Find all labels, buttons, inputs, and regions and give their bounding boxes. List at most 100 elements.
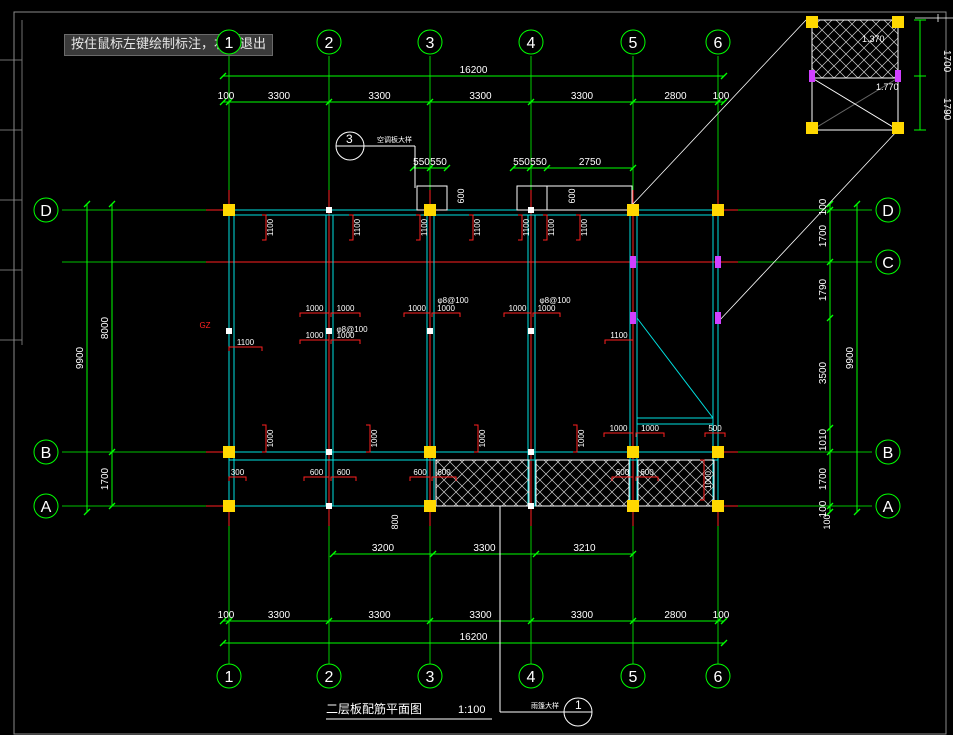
axis-bubble-label: 4 bbox=[527, 669, 536, 686]
crosshair-cursor bbox=[915, 14, 953, 22]
drawing-title: 二层板配筋平面图 1:100 bbox=[326, 701, 492, 720]
axis-bubble-circle bbox=[875, 249, 901, 275]
rebar-length: 1100 bbox=[610, 331, 628, 340]
dim-stair-height: 600 bbox=[567, 188, 577, 203]
rebar-length: 1000 bbox=[704, 471, 713, 489]
axis-bubble-2: 2 bbox=[316, 29, 342, 55]
column-small bbox=[326, 207, 332, 213]
axis-bubble-D: D bbox=[875, 197, 901, 223]
axis-bubble-label: 6 bbox=[714, 669, 723, 686]
dim-tick bbox=[225, 617, 233, 625]
axis-bubble-2: 2 bbox=[316, 663, 342, 689]
rebar-length: 1000 bbox=[306, 304, 324, 313]
rebar-horizontal: 1000 bbox=[431, 304, 461, 317]
dim-tick bbox=[826, 206, 834, 214]
axis-bubble-A: A bbox=[33, 493, 59, 519]
column-square bbox=[712, 500, 724, 512]
axis-bubble-label: 2 bbox=[325, 669, 334, 686]
rebar-vertical: 1100 bbox=[469, 214, 482, 241]
axis-bubble-label: 3 bbox=[426, 669, 435, 686]
column-square bbox=[223, 204, 235, 216]
dim-tick bbox=[219, 617, 227, 625]
dim-right-total: 9900 bbox=[845, 200, 861, 516]
dim-tick bbox=[219, 639, 227, 647]
rebar-line bbox=[611, 476, 634, 481]
dim-tick bbox=[225, 98, 233, 106]
column-small bbox=[226, 328, 232, 334]
rebar-line bbox=[299, 312, 330, 317]
axis-bubble-circle bbox=[33, 493, 59, 519]
detail-mark-bottom-number: 1 bbox=[575, 698, 582, 712]
dim-text: 100 bbox=[713, 91, 730, 102]
axis-bubble-5: 5 bbox=[620, 663, 646, 689]
dim-text: 1790 bbox=[818, 278, 829, 301]
rebar-horizontal: 1000 bbox=[503, 304, 532, 317]
dim-right-edge: 100 bbox=[822, 514, 832, 529]
dim-text: 2800 bbox=[664, 610, 687, 621]
rebar-horizontal: 1000 bbox=[403, 304, 431, 317]
dim-text: 3300 bbox=[469, 91, 492, 102]
rebar-line bbox=[349, 214, 354, 241]
dim-text: 3210 bbox=[573, 543, 596, 554]
rebar-spec: φ8@100 bbox=[539, 296, 571, 305]
axis-bubble-circle bbox=[316, 29, 342, 55]
rebar-length: 1000 bbox=[610, 424, 628, 433]
dim-tick bbox=[720, 98, 728, 106]
rebar-line bbox=[431, 312, 461, 317]
dim-text: 16200 bbox=[460, 65, 488, 76]
rebar-horizontal: 1000 bbox=[635, 424, 665, 437]
rebar-vertical: 1000 bbox=[700, 459, 713, 501]
dim-text: 3300 bbox=[473, 543, 496, 554]
axis-bubble-B: B bbox=[33, 439, 59, 465]
dim-bottom-total: 16200 bbox=[219, 632, 728, 647]
detail-mark-top-label: 空调板大样 bbox=[377, 135, 412, 144]
rebar-vertical: 1000 bbox=[573, 424, 586, 453]
dim-tick bbox=[509, 164, 517, 172]
rebar-length: 1000 bbox=[337, 331, 355, 340]
rebar-vertical: 1000 bbox=[366, 424, 379, 453]
rebar-length: 1100 bbox=[547, 218, 556, 236]
axis-bubble-3: 3 bbox=[417, 29, 443, 55]
detail-mark-top-number: 3 bbox=[346, 132, 353, 146]
dim-text: 3300 bbox=[571, 610, 594, 621]
rebar-line bbox=[700, 459, 705, 501]
rebar-length: 1000 bbox=[306, 331, 324, 340]
rebar-vertical: 1000 bbox=[474, 424, 487, 453]
axis-bubble-circle bbox=[417, 663, 443, 689]
rebar-length: 600 bbox=[337, 468, 351, 477]
rebar-vertical: 1000 bbox=[262, 424, 275, 453]
rebar-line bbox=[604, 339, 634, 344]
dim-tick bbox=[527, 617, 535, 625]
rebar-length: 1100 bbox=[237, 338, 255, 347]
rebar-line bbox=[469, 214, 474, 241]
axis-lines bbox=[62, 56, 872, 664]
rebar-line bbox=[431, 476, 457, 481]
dim-tick bbox=[629, 617, 637, 625]
rebar-line bbox=[330, 339, 361, 344]
column-small bbox=[326, 449, 332, 455]
inset-dim-bottom: 1790 bbox=[941, 98, 952, 121]
dim-text: 100 bbox=[218, 610, 235, 621]
axis-bubble-B: B bbox=[875, 439, 901, 465]
column-purple bbox=[715, 256, 721, 268]
dim-tick bbox=[83, 200, 91, 208]
dim-tick bbox=[527, 98, 535, 106]
dim-tick bbox=[429, 550, 437, 558]
rebar-vertical: 1100 bbox=[349, 214, 362, 241]
rebar-horizontal: 1000 bbox=[532, 304, 561, 317]
rebar-horizontal: 1100 bbox=[604, 331, 634, 344]
rebar-vertical: 1100 bbox=[416, 214, 429, 241]
dim-tick bbox=[720, 639, 728, 647]
rebar-line bbox=[635, 432, 665, 437]
rebar-length: 1100 bbox=[266, 218, 275, 236]
column-small bbox=[528, 503, 534, 509]
rebar-line bbox=[474, 424, 479, 453]
axis-bubble-label: B bbox=[41, 445, 52, 462]
dim-text: 16200 bbox=[460, 632, 488, 643]
inset-detail: 1700 1790 1.370 1.770 bbox=[631, 19, 952, 323]
left-palette-strip bbox=[0, 20, 23, 345]
dim-tick bbox=[853, 508, 861, 516]
